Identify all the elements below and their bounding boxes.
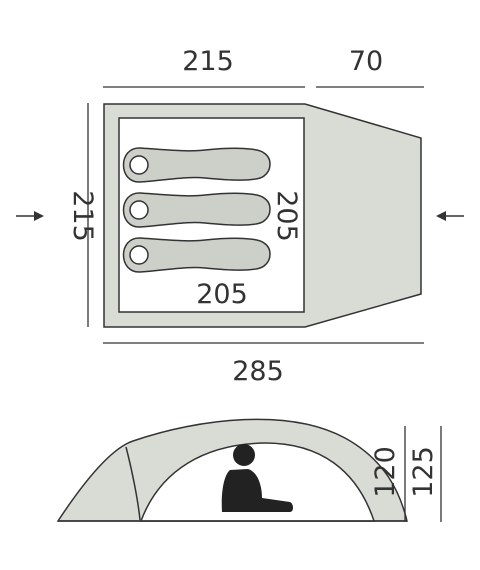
sleeping-bag-1	[122, 147, 271, 183]
label-side-length: 215	[67, 190, 98, 242]
sleeping-bag-2	[122, 192, 271, 228]
label-inner-width: 215	[182, 46, 234, 77]
sleeping-bag-3	[122, 237, 271, 273]
seated-person-icon	[221, 444, 293, 512]
entrance-arrow-left-icon	[16, 211, 44, 221]
label-outer-height: 125	[408, 446, 439, 498]
entrance-arrow-right-icon	[436, 211, 464, 221]
label-vestibule: 70	[349, 46, 383, 77]
label-inner-height: 120	[370, 446, 401, 498]
label-total-length: 285	[232, 356, 284, 387]
label-inner-width-inner: 205	[196, 279, 248, 310]
label-inner-length: 205	[271, 190, 302, 242]
